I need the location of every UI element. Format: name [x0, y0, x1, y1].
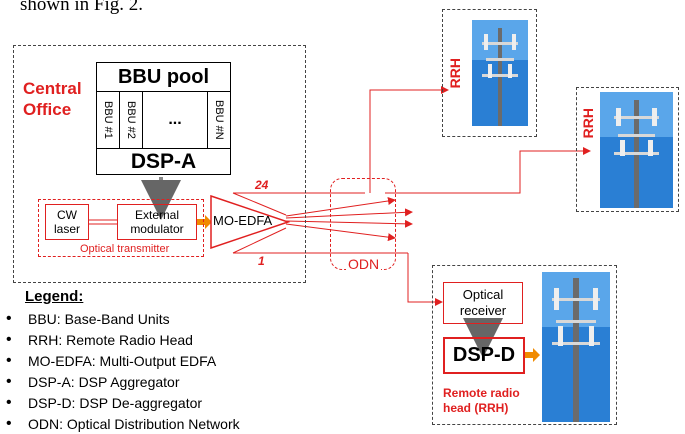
- port-24-label: 24: [255, 178, 269, 192]
- remote-rrh-caption: Remote radio head (RRH): [443, 386, 520, 415]
- odn-label: ODN: [346, 256, 382, 272]
- mo-edfa-label: MO-EDFA: [213, 213, 273, 228]
- bullet-icon: •: [6, 414, 12, 432]
- bullet-icon: •: [6, 351, 12, 369]
- dspd-to-tower-arrow: [525, 348, 540, 362]
- bbu-pool-title: BBU pool: [97, 63, 230, 92]
- optical-transmitter-region: [38, 199, 204, 257]
- bbu-pool: BBU pool BBU #1 BBU #2 ... BBU #N DSP-A: [96, 62, 231, 175]
- legend-item: • BBU: Base-Band Units: [3, 308, 240, 329]
- central-office-title: Central Office: [23, 79, 82, 119]
- bbu-unit-2: BBU #2: [120, 92, 143, 148]
- legend-item: • DSP-D: DSP De-aggregator: [3, 392, 240, 413]
- dsp-d: DSP-D: [443, 337, 525, 374]
- rrh-2-region: [576, 87, 679, 212]
- legend-item: • RRH: Remote Radio Head: [3, 329, 240, 350]
- remote-rrh-tower-photo: [542, 272, 610, 422]
- rrh-1-label: RRH: [447, 58, 463, 89]
- rrh-2-label: RRH: [580, 108, 596, 139]
- rrh-1-tower-photo: [472, 20, 528, 126]
- rrh-1-region: [442, 9, 537, 137]
- mo-edfa-triangle: [210, 195, 290, 249]
- bbu-unit-n: BBU #N: [207, 92, 230, 148]
- top-caption: shown in Fig. 2.: [20, 0, 143, 15]
- port-1-label: 1: [258, 254, 265, 268]
- route-to-rrh-2: [385, 147, 591, 194]
- bullet-icon: •: [6, 393, 12, 411]
- cw-laser: CW laser: [45, 204, 89, 240]
- bullet-icon: •: [6, 309, 12, 327]
- legend-item: • MO-EDFA: Multi-Output EDFA: [3, 350, 240, 371]
- route-to-remote-rrh: [407, 253, 443, 306]
- legend: Legend: • BBU: Base-Band Units • RRH: Re…: [6, 288, 240, 434]
- modulator-to-edfa-arrow: [197, 215, 212, 229]
- legend-item: • DSP-A: DSP Aggregator: [3, 371, 240, 392]
- bullet-icon: •: [6, 330, 12, 348]
- dsp-a: DSP-A: [130, 150, 197, 173]
- bullet-icon: •: [6, 372, 12, 390]
- route-to-rrh-1: [369, 86, 449, 193]
- bbu-unit-ellipsis: ...: [168, 111, 182, 128]
- optical-transmitter-label: Optical transmitter: [80, 243, 170, 255]
- central-office-region: [13, 45, 306, 283]
- legend-title: Legend:: [25, 288, 84, 305]
- optical-receiver: Optical receiver: [443, 282, 523, 324]
- external-modulator: External modulator: [117, 204, 197, 240]
- remote-rrh-region: [432, 265, 617, 425]
- rrh-2-tower-photo: [600, 92, 673, 208]
- bbu-unit-1: BBU #1: [97, 92, 120, 148]
- legend-item: • ODN: Optical Distribution Network: [3, 413, 240, 434]
